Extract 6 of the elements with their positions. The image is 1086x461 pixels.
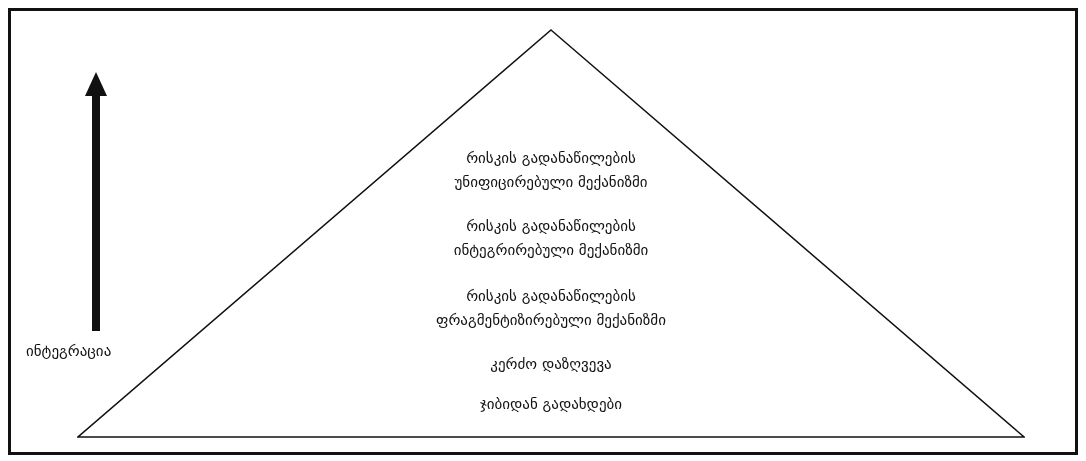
axis-label: ინტეგრაცია (26, 342, 112, 360)
pyramid-level-text: ჯიბიდან გადახდები (478, 394, 624, 415)
pyramid-level-text: კერძო დაზღვევა (489, 354, 613, 375)
pyramid-level-text: რისკის გადანაწილების უნიფიცირებული მექანიზმი (453, 148, 649, 193)
pyramid-level-text: რისკის გადანაწილების ფრაგმენტიზირებული მექანიზმი (435, 286, 667, 331)
pyramid-level-text: რისკის გადანაწილების ინტეგრირებული მექანიზმი (452, 216, 650, 261)
